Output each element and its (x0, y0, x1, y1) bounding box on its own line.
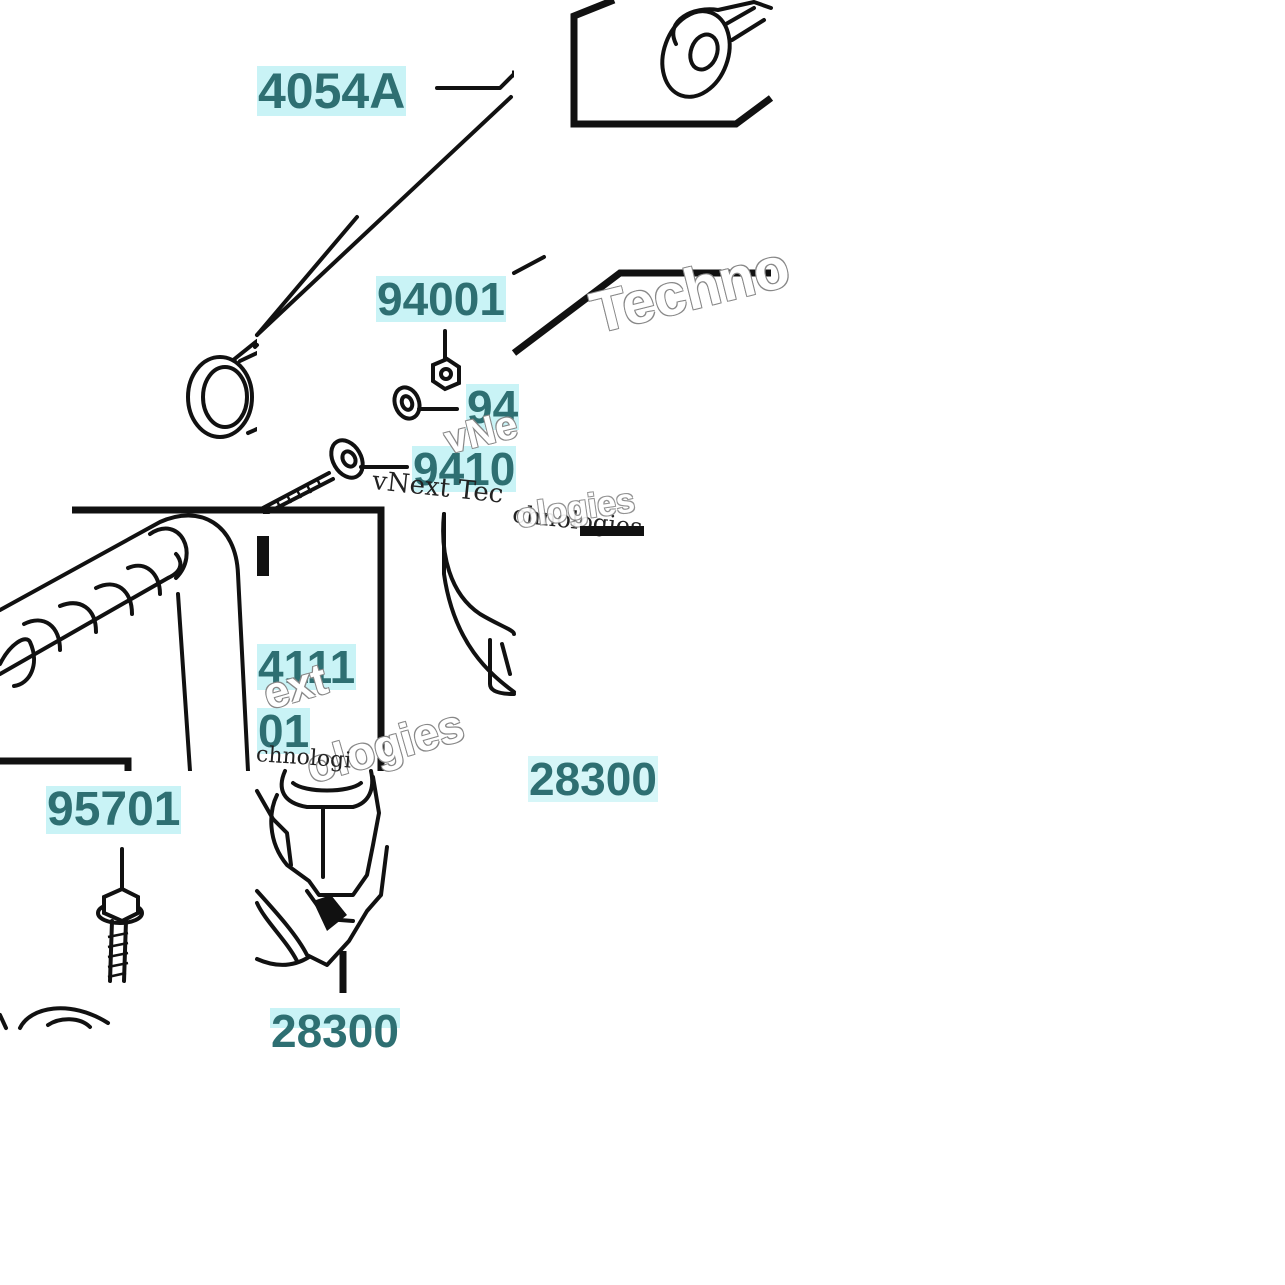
housing-fragment-art (442, 512, 516, 694)
part-label-95701: 95701 (46, 783, 182, 836)
part-label-28300-bottom: 28300 (270, 1005, 400, 1057)
cable-grommet-art (186, 339, 259, 439)
part-label-94001: 94001 (376, 273, 506, 325)
fastener-line-art (253, 95, 513, 516)
cable-line-art (435, 72, 516, 90)
part-label-01-partial: 01 (257, 705, 311, 757)
grommet (186, 351, 259, 439)
tile-lower-right (442, 512, 771, 771)
part-label-4054a: 4054A (257, 63, 407, 119)
tile-lower-left (0, 506, 257, 773)
bolt-95701-art (0, 847, 144, 1030)
lever-handle-art (0, 506, 257, 773)
flange-bolt (96, 886, 144, 983)
tile-right-mid (511, 255, 771, 514)
tile-bottom-left (0, 771, 257, 1030)
part-label-94-partial: 94 (466, 381, 520, 433)
part-label-9410-partial: 9410 (412, 443, 517, 495)
part-label-28300-right: 28300 (528, 753, 658, 805)
switch-housing (255, 769, 389, 967)
switch-housing-art (255, 769, 389, 993)
bracket-side-art (257, 506, 385, 771)
bracket-edge-art (511, 255, 771, 356)
washer-small (392, 385, 459, 421)
leader-line-9410 (580, 526, 644, 536)
hex-nut (431, 356, 461, 392)
tile-bottom-center (255, 769, 514, 1028)
housing-side-art (441, 512, 516, 696)
tile-top-right (512, 0, 774, 257)
part-label-4111-partial: 4111 (257, 641, 357, 693)
tile-housing (440, 512, 516, 696)
tile-left-mid (0, 257, 259, 514)
washer-large (329, 438, 409, 480)
grip (0, 513, 250, 773)
eyelet-terminal (660, 0, 773, 99)
bracket-line-art (512, 0, 774, 128)
